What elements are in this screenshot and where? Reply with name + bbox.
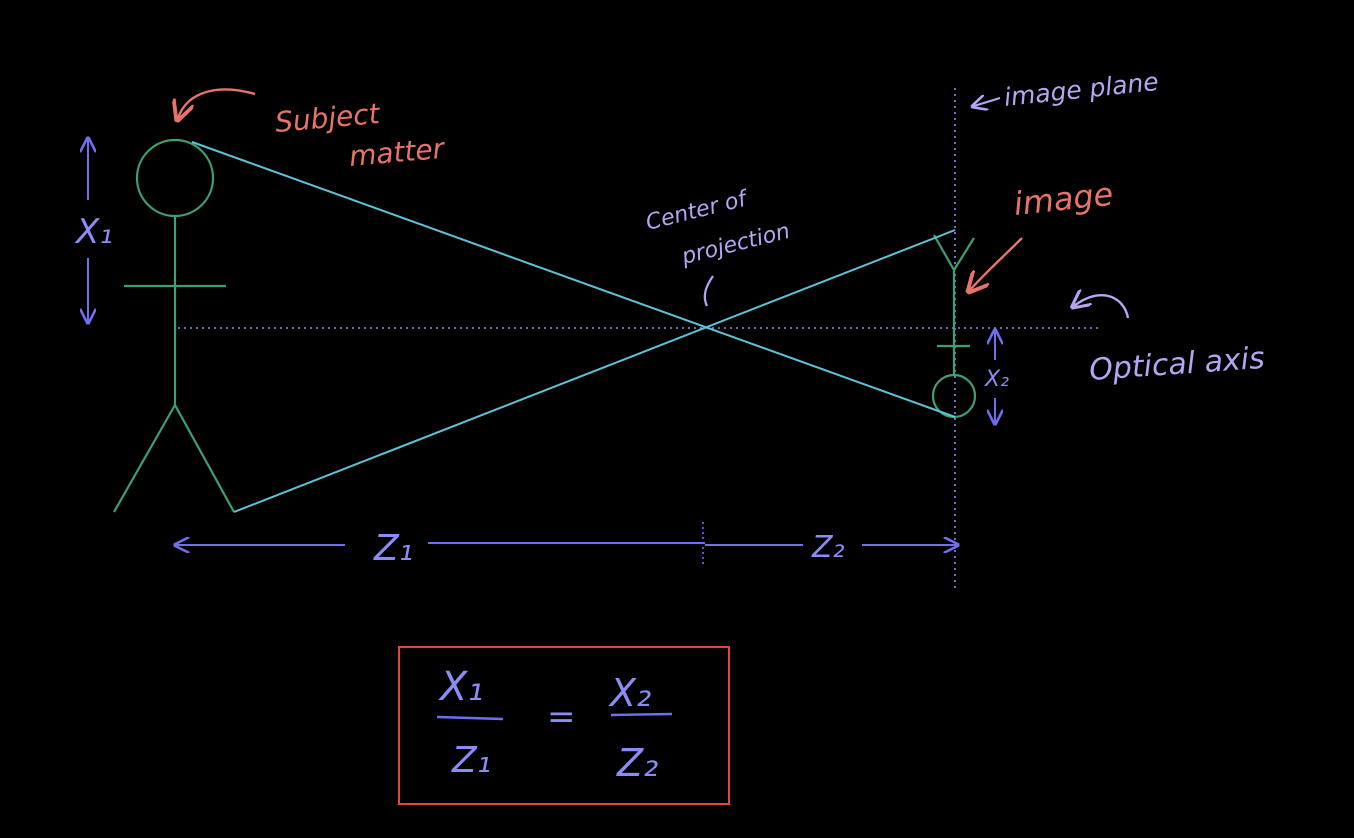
image-annotation-arrow (970, 237, 1023, 290)
center-label-line1: Center of (643, 186, 751, 236)
image-figure (931, 234, 977, 419)
ray-feet-to-image (233, 229, 956, 513)
image-label: image (1012, 175, 1115, 223)
ray-head-to-image (191, 141, 956, 418)
equation-box: X₁ Z₁ = X₂ Z₂ (398, 646, 730, 805)
eq-rhs-fraction-bar (610, 712, 673, 717)
center-label-line2: projection (678, 219, 792, 270)
center-annotation-stroke (703, 275, 714, 307)
z1-label: Z₁ (373, 528, 413, 569)
subject-annotation-arrow (178, 88, 256, 118)
eq-lhs-denominator: Z₁ (451, 740, 491, 781)
eq-rhs-numerator: X₂ (608, 671, 651, 715)
image-plane-label: image plane (1003, 67, 1160, 112)
subject-right-leg (174, 404, 235, 513)
subject-head (135, 138, 215, 218)
x1-label: X₁ (74, 212, 113, 252)
image-right-leg (953, 237, 975, 271)
subject-label-line1: Subject (274, 97, 382, 139)
eq-equals: = (547, 697, 576, 737)
eq-lhs-fraction-bar (436, 715, 504, 721)
image-plane-annotation-arrow (974, 98, 1001, 106)
optical-axis-annotation-arrow (1074, 295, 1130, 319)
z2-label: Z₂ (811, 530, 845, 565)
subject-figure (113, 138, 235, 513)
subject-label-line2: matter (348, 132, 447, 173)
x2-label: X₂ (984, 367, 1009, 392)
eq-lhs-numerator: X₁ (438, 664, 483, 710)
image-left-leg (933, 234, 955, 271)
optical-axis-label: Optical axis (1088, 341, 1266, 388)
equation-frame (398, 646, 730, 805)
projection-rays (191, 141, 956, 513)
eq-rhs-denominator: Z₂ (616, 741, 658, 785)
subject-left-leg (113, 404, 176, 513)
